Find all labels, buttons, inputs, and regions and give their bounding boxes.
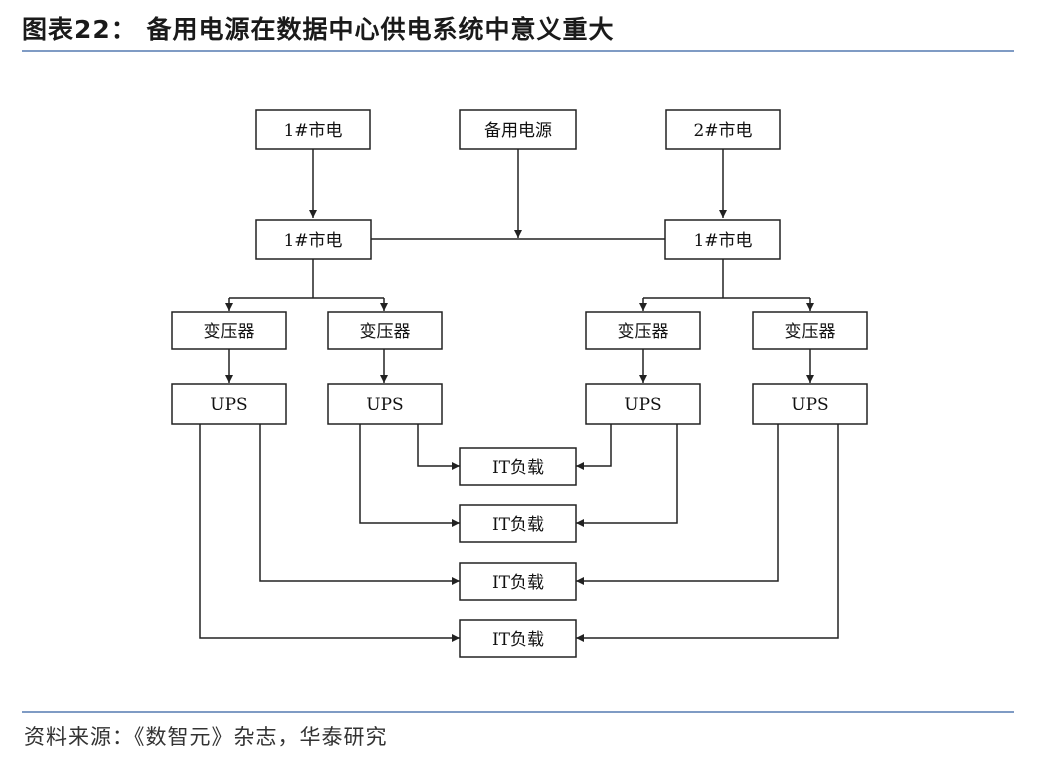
node-label: 2#市电 [693, 121, 752, 141]
node-grid2-mid: 1#市电 [664, 219, 781, 260]
title-divider [22, 50, 1014, 52]
node-label: IT负载 [492, 458, 544, 478]
node-label: 1#市电 [693, 231, 752, 251]
node-grid1-top: 1#市电 [255, 109, 371, 150]
node-label: 变压器 [618, 322, 669, 342]
node-it-load-3: IT负载 [459, 562, 577, 601]
node-label: 变压器 [785, 322, 836, 342]
node-label: 变压器 [360, 322, 411, 342]
node-label: UPS [624, 395, 661, 415]
edge-ups4-to-load4 [576, 424, 839, 642]
node-ups-3: UPS [585, 383, 701, 425]
node-label: 1#市电 [283, 121, 342, 141]
node-it-load-2: IT负载 [459, 504, 577, 543]
node-label: UPS [210, 395, 247, 415]
node-label: 1#市电 [283, 231, 342, 251]
node-transformer-4: 变压器 [752, 311, 868, 350]
edge-ups1-to-load3 [259, 424, 460, 585]
edge-ups2-to-load2 [359, 424, 460, 527]
node-label: 变压器 [204, 322, 255, 342]
node-transformer-1: 变压器 [171, 311, 287, 350]
node-label: IT负载 [492, 573, 544, 593]
source-divider [22, 711, 1014, 713]
node-ups-1: UPS [171, 383, 287, 425]
node-grid2-top: 2#市电 [665, 109, 781, 150]
node-it-load-1: IT负载 [459, 447, 577, 486]
node-label: UPS [366, 395, 403, 415]
node-transformer-3: 变压器 [585, 311, 701, 350]
node-it-load-4: IT负载 [459, 619, 577, 658]
node-ups-4: UPS [752, 383, 868, 425]
connectors [199, 149, 839, 642]
edge-ups3-to-load2 [576, 424, 678, 527]
node-grid1-mid: 1#市电 [255, 219, 372, 260]
edge-ups4-to-load3 [576, 424, 779, 585]
node-label: IT负载 [492, 630, 544, 650]
node-label: UPS [791, 395, 828, 415]
edge-ups2-to-load1 [417, 424, 460, 470]
node-transformer-2: 变压器 [327, 311, 443, 350]
node-backup-power: 备用电源 [459, 109, 577, 150]
node-label: IT负载 [492, 515, 544, 535]
edge-ups3-to-load1 [576, 424, 612, 470]
node-ups-2: UPS [327, 383, 443, 425]
edge-ups1-to-load4 [199, 424, 460, 642]
figure-title: 图表22： 备用电源在数据中心供电系统中意义重大 [22, 15, 615, 44]
figure-source: 资料来源：《数智元》杂志，华泰研究 [24, 725, 388, 749]
node-label: 备用电源 [484, 121, 552, 141]
